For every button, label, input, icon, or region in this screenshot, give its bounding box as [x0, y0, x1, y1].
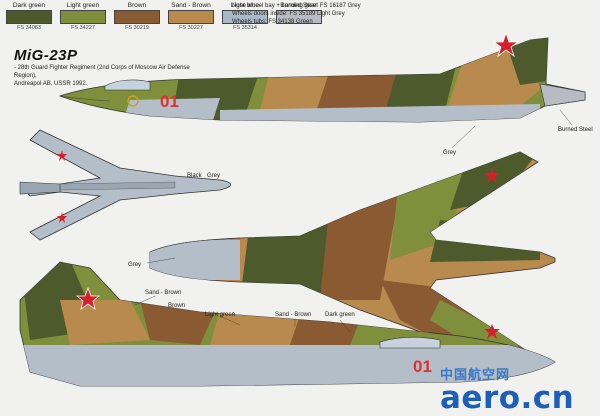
- swatch-light-blue: Light blue FS 35314: [220, 2, 270, 32]
- label-grey-small: Grey: [207, 173, 221, 179]
- note-line: Wheels doors inside: FS 35189 Light Grey: [232, 11, 345, 17]
- side-profile-upper: [58, 31, 586, 123]
- swatch-label: Sand - Brown: [171, 2, 211, 9]
- swatch-label: Light green: [66, 2, 100, 9]
- swatch-dark-green: Dark green FS 34083: [4, 2, 54, 32]
- leader-lines: [134, 109, 573, 333]
- side-number-lower: 01: [413, 357, 432, 376]
- label-sand-brown-2: Sand - Brown: [275, 312, 312, 318]
- swatch-sand-brown: Sand - Brown FS 30227: [166, 2, 216, 32]
- side-number-upper: 01: [160, 92, 179, 111]
- swatch-chip: [168, 10, 214, 24]
- watermark-cn: 中国航空网: [440, 368, 511, 383]
- location-text: Andreapol AB, USSR 1992.: [14, 81, 88, 87]
- label-burned-steel: Burned Steel: [558, 127, 593, 133]
- swatch-burned-steel: Burned Steel: [274, 2, 324, 32]
- red-star-icon: [484, 324, 500, 339]
- swatch-light-green: Light green FS 34227: [58, 2, 108, 32]
- red-star-icon: [484, 168, 500, 183]
- color-legend: Dark green FS 34083 Light green FS 34227…: [4, 2, 324, 32]
- watermark-en: aero.cn: [440, 380, 575, 416]
- red-star-icon: [492, 31, 520, 58]
- emblem-icon: [127, 95, 139, 107]
- unit-text: - 28th Guard Fighter Regiment (2nd Corps…: [14, 65, 190, 79]
- camo-pattern: [120, 38, 555, 122]
- label-grey-left: Grey: [128, 262, 142, 268]
- note-line: Nose wheel bay + Landing gear: FS 16187 …: [232, 3, 361, 9]
- swatch-code: FS 34083: [17, 25, 41, 31]
- swatch-label: Brown: [127, 2, 147, 9]
- swatch-code: FS 30227: [179, 25, 203, 31]
- label-brown: Brown: [168, 303, 186, 309]
- label-black: Black: [187, 173, 202, 179]
- swatch-code: FS 35314: [233, 25, 257, 31]
- swatch-label: Light blue: [230, 2, 260, 9]
- underside-view: [19, 129, 231, 241]
- label-dark-green: Dark green: [325, 312, 355, 318]
- aircraft-title: MiG-23P: [14, 47, 78, 64]
- red-star-icon: [75, 286, 101, 310]
- unit-description: - 28th Guard Fighter Regiment (2nd Corps…: [14, 64, 204, 88]
- swatch-chip: [60, 10, 106, 24]
- label-grey-top: Grey: [443, 150, 457, 156]
- swatch-label: Dark green: [12, 2, 46, 9]
- label-sand-brown-1: Sand - Brown: [145, 290, 182, 296]
- swatch-code: FS 34227: [71, 25, 95, 31]
- label-light-green: Light green: [205, 312, 236, 318]
- swatch-chip: [222, 10, 268, 24]
- swatch-chip: [276, 10, 322, 24]
- red-star-icon: [57, 150, 67, 161]
- red-star-icon: [57, 212, 67, 223]
- swatch-chip: [6, 10, 52, 24]
- watermark: 中国航空网 aero.cn: [440, 364, 575, 416]
- gear-color-notes: Nose wheel bay + Landing gear: FS 16187 …: [232, 2, 361, 26]
- swatch-code: FS 30219: [125, 25, 149, 31]
- note-line: Wheels tubs: FS 34138 Green: [232, 19, 313, 25]
- swatch-brown: Brown FS 30219: [112, 2, 162, 32]
- swatch-label: Burned Steel: [280, 2, 318, 9]
- swatch-chip: [114, 10, 160, 24]
